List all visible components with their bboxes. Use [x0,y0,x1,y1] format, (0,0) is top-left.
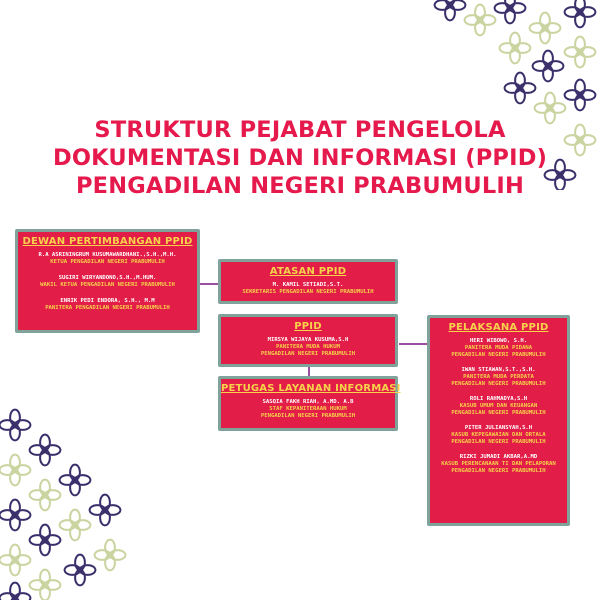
member-role: PANITERA PENGADILAN NEGERI PRABUMULIH [45,305,170,311]
flower-motif-icon [88,493,122,527]
member-name: ENRIK PEDI ENDORA, S.H., M.M [60,298,155,304]
flower-motif-icon [498,31,532,65]
atasan-member: M. KAMIL SETIADI,S.T.SEKRETARIS PENGADIL… [221,282,395,296]
member-role: KASUB PERENCANAAN TI DAN PELAPORAN [441,461,556,467]
member-role: PENGADILAN NEGERI PRABUMULIH [451,410,546,416]
flower-motif-icon [0,543,32,577]
floral-ornament-bottom-left-icon [0,408,127,600]
member-role: PENGADILAN NEGERI PRABUMULIH [451,381,546,387]
member-name: M. KAMIL SETIADI,S.T. [272,282,344,288]
flower-motif-icon [0,581,32,600]
dewan-member: SUGIRI WIRYANDONO,S.H.,M.HUM.WAKIL KETUA… [18,275,197,289]
member-name: PITER JULIANSYAH,S.H [464,425,533,431]
member-role: PENGADILAN NEGERI PRABUMULIH [451,439,546,445]
member-role: KASUB KEPEGAWAIAN DAN ORTALA [451,432,546,438]
flower-motif-icon [563,78,597,112]
floral-ornament-top-right-icon [433,0,597,190]
member-role: KETUA PENGADILAN NEGERI PRABUMULIH [50,259,165,265]
flower-motif-icon [503,71,537,105]
flower-motif-icon [493,0,527,25]
atasan-title: ATASAN PPID [269,266,347,277]
member-name: IWAN STIAWAN,S.T.,S.H. [461,367,536,373]
member-name: RIZKI JUMADI AKBAR,A.MD [459,454,538,460]
petugas-layanan-box: PETUGAS LAYANAN INFORMASI SASQIA FAKH RIA… [218,376,401,431]
flower-motif-icon [58,508,92,542]
flower-motif-icon [28,478,62,512]
member-name: HERI WIBOWO, S.H. [469,338,528,344]
title-line-2: DOKUMENTASI DAN INFORMASI (PPID) [52,145,548,171]
title-line-1: STRUKTUR PEJABAT PENGELOLA [94,117,506,143]
ppid-title: PPID [294,321,322,332]
connector-ppid-pelaksana [399,343,427,345]
flower-motif-icon [531,49,565,83]
member-name: MIRSYA WIJAYA KUSUMA,S.H [267,337,349,343]
flower-motif-icon [0,408,32,442]
member-role: PENGADILAN NEGERI PRABUMULIH [260,413,356,419]
member-name: ROLI RAHMADYA,S.H [469,396,528,402]
member-name: R.A ASRININGRUM KUSUMAWARDHANI.,S.H.,M.H… [38,252,177,258]
connector-ppid-petugas [308,365,310,378]
flower-motif-icon [433,0,467,22]
member-role: PANITERA MUDA PERDATA [463,374,534,380]
member-name: SASQIA FAKH RIAH, A.MD. A.B [262,399,354,405]
member-role: KASUB UMUM DAN KEUANGAN [459,403,538,409]
connector-dewan-atasan [200,283,220,285]
flower-motif-icon [0,498,32,532]
flower-motif-icon [93,538,127,572]
flower-motif-icon [463,3,497,37]
dewan-member: R.A ASRININGRUM KUSUMAWARDHANI.,S.H.,M.H… [18,252,197,266]
flower-motif-icon [0,453,32,487]
member-role: PENGADILAN NEGERI PRABUMULIH [451,468,546,474]
member-role: WAKIL KETUA PENGADILAN NEGERI PRABUMULIH [40,282,175,288]
member-name: SUGIRI WIRYANDONO,S.H.,M.HUM. [58,275,157,281]
dewan-title: DEWAN PERTIMBANGAN PPID [22,236,193,247]
member-role: STAF KEPANITERAAN HUKUM [269,406,347,412]
flower-motif-icon [28,433,62,467]
pelaksana-title: PELAKSANA PPID [448,322,549,333]
flower-motif-icon [63,553,97,587]
member-role: PENGADILAN NEGERI PRABUMULIH [260,351,356,357]
member-role: PANITERA MUDA PIDANA [464,345,533,351]
dewan-pertimbangan-box: DEWAN PERTIMBANGAN PPID R.A ASRININGRUM K… [15,229,200,333]
title-line-3: PENGADILAN NEGERI PRABUMULIH [75,173,525,199]
page-title: STRUKTUR PEJABAT PENGELOLA DOKUMENTASI D… [0,116,600,200]
flower-motif-icon [563,0,597,29]
flower-motif-icon [58,463,92,497]
flower-motif-icon [528,11,562,45]
pelaksana-member: IWAN STIAWAN,S.T.,S.H.PANITERA MUDA PERD… [430,367,567,388]
flower-motif-icon [563,35,597,69]
petugas-title: PETUGAS LAYANAN INFORMASI [221,383,401,394]
flower-motif-icon [28,568,62,600]
member-role: SEKRETARIS PENGADILAN NEGERI PRABUMULIH [242,289,374,295]
atasan-ppid-box: ATASAN PPID M. KAMIL SETIADI,S.T.SEKRETAR… [218,259,398,304]
member-role: PENGADILAN NEGERI PRABUMULIH [451,352,546,358]
member-role: PANITERA MUDA HUKUM [276,344,340,350]
flower-motif-icon [28,523,62,557]
